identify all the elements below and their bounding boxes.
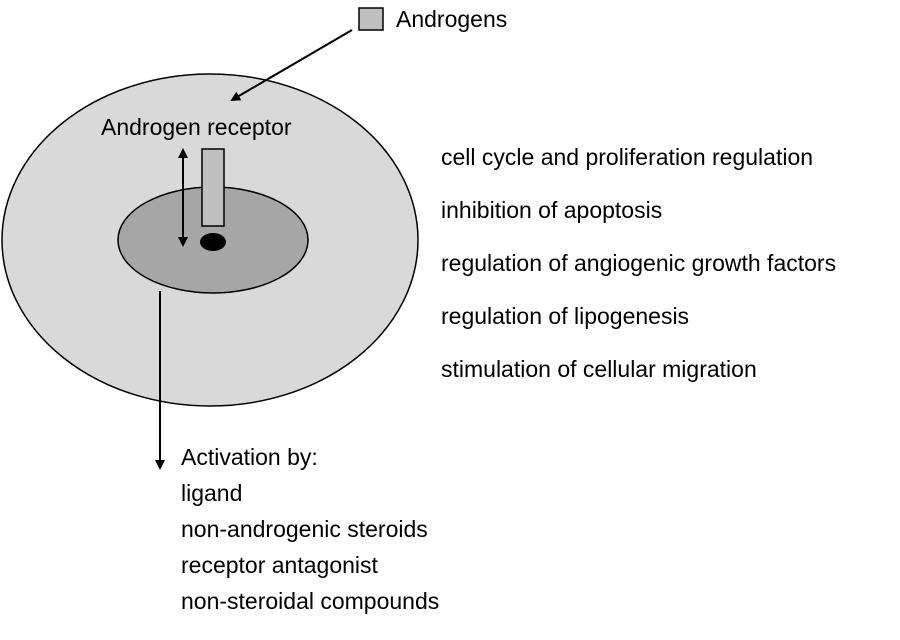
activation-item: non-androgenic steroids bbox=[181, 516, 428, 542]
dna-dot bbox=[200, 233, 226, 251]
androgen-receptor-label: Androgen receptor bbox=[101, 114, 292, 140]
receptor-bar bbox=[201, 148, 225, 227]
effect-item: stimulation of cellular migration bbox=[441, 356, 757, 382]
effect-item: cell cycle and proliferation regulation bbox=[441, 144, 814, 170]
effect-item: regulation of angiogenic growth factors bbox=[441, 250, 837, 276]
effects-list: cell cycle and proliferation regulation … bbox=[441, 143, 836, 408]
activation-item: ligand bbox=[181, 480, 243, 506]
androgens-label: Androgens bbox=[396, 6, 508, 32]
androgen-entry-arrow bbox=[230, 29, 353, 102]
activation-item: receptor antagonist bbox=[181, 552, 378, 578]
activation-heading: Activation by: bbox=[181, 444, 318, 470]
androgen-box bbox=[358, 7, 384, 31]
effect-item: regulation of lipogenesis bbox=[441, 303, 690, 329]
effect-item: inhibition of apoptosis bbox=[441, 197, 663, 223]
activation-list: ligand non-androgenic steroids receptor … bbox=[181, 479, 439, 623]
activation-item: non-steroidal compounds bbox=[181, 588, 440, 614]
